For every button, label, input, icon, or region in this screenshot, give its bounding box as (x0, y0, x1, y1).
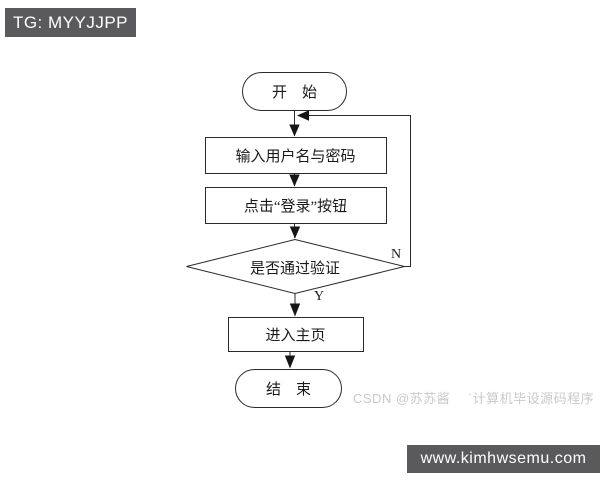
edge-verify-no-loop (300, 115, 411, 267)
arrowhead-loop-left (297, 110, 309, 121)
site-url-badge: www.kimhwsemu.com (407, 445, 600, 473)
csdn-watermark: CSDN @苏苏酱 ˋ计算机毕设源码程序 (353, 391, 595, 406)
arrowhead-into-end (284, 355, 296, 369)
end-terminator-shape (235, 369, 342, 408)
arrowhead-into-click (289, 174, 300, 187)
arrowhead-into-home (289, 303, 301, 317)
arrowhead-into-verify (289, 226, 301, 239)
enter-home-process-shape (228, 317, 364, 352)
telegram-badge: TG: MYYJJPP (5, 8, 136, 37)
edge-label-n: N (391, 247, 402, 262)
edge-label-y: Y (314, 289, 325, 304)
verify-decision-shape (186, 238, 405, 295)
click-login-process-shape (205, 187, 387, 224)
arrowhead-into-input (289, 124, 300, 137)
input-process-shape (205, 137, 387, 174)
start-terminator-shape (242, 72, 347, 111)
